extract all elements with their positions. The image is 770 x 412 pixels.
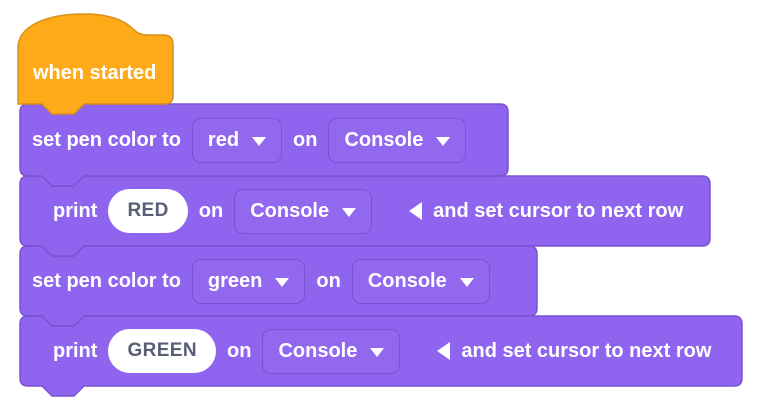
hat-label: when started [33, 61, 157, 84]
dropdown-arrow-icon [252, 136, 267, 146]
dropdown-arrow-icon [370, 347, 385, 357]
input-value: RED [127, 200, 169, 221]
dropdown-value: green [207, 269, 263, 292]
dropdown-arrow-icon [436, 136, 451, 146]
block-print-red[interactable]: print RED on Console and set cursor to n… [20, 176, 743, 246]
block-suffix-label: and set cursor to next row [433, 199, 684, 222]
device-dropdown[interactable]: Console [234, 188, 373, 234]
dropdown-arrow-icon [459, 277, 474, 287]
pen-color-dropdown[interactable]: red [191, 117, 283, 163]
dropdown-arrow-icon [275, 277, 290, 287]
print-red-block-shape[interactable] [19, 175, 711, 257]
pen-color-dropdown[interactable]: green [191, 258, 306, 304]
block-label: set pen color to [32, 128, 181, 151]
device-dropdown[interactable]: Console [328, 117, 467, 163]
hat-block-when-started[interactable]: when started [33, 42, 156, 104]
dropdown-value: Console [278, 339, 358, 362]
device-dropdown[interactable]: Console [351, 258, 490, 304]
block-set-pen-color-green[interactable]: set pen color to green on Console [20, 246, 549, 316]
block-label-on: on [198, 199, 224, 222]
block-label: set pen color to [32, 269, 181, 292]
block-print-green[interactable]: print GREEN on Console and set cursor to… [20, 316, 770, 386]
block-label-on: on [293, 128, 318, 151]
dropdown-value: Console [344, 128, 424, 151]
print-text-input[interactable]: RED [108, 189, 188, 233]
block-set-pen-color-red[interactable]: set pen color to red on Console [20, 104, 520, 176]
block-label: print [53, 199, 98, 222]
dropdown-value: red [207, 128, 240, 151]
block-label-on: on [316, 269, 341, 292]
dropdown-value: Console [367, 269, 447, 292]
collapse-left-triangle-icon[interactable] [409, 202, 423, 220]
block-label: print [53, 339, 98, 362]
device-dropdown[interactable]: Console [262, 328, 401, 374]
dropdown-arrow-icon [342, 207, 357, 217]
input-value: GREEN [127, 340, 198, 361]
dropdown-value: Console [250, 199, 330, 222]
block-label-on: on [227, 339, 252, 362]
block-suffix-label: and set cursor to next row [461, 339, 712, 362]
collapse-left-triangle-icon[interactable] [437, 342, 451, 360]
when-started-hat-shape[interactable] [17, 13, 174, 115]
print-text-input[interactable]: GREEN [108, 329, 217, 373]
